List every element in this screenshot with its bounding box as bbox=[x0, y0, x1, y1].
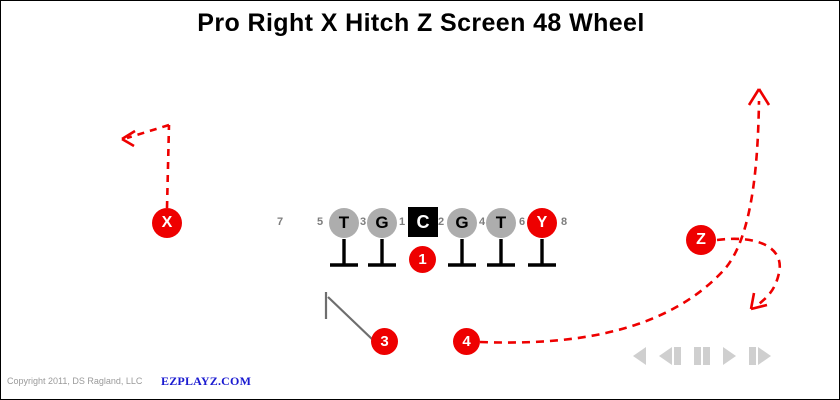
player-label: C bbox=[416, 211, 430, 232]
gap-number-6: 6 bbox=[519, 216, 526, 228]
block-stem-left-guard bbox=[368, 239, 396, 267]
oline-block-stems bbox=[330, 239, 556, 267]
gap-number-8: 8 bbox=[561, 216, 568, 228]
block-stem-right-guard bbox=[448, 239, 476, 267]
block-stem-tight-end bbox=[528, 239, 556, 267]
play-button[interactable] bbox=[723, 347, 736, 365]
step-back-button[interactable] bbox=[659, 347, 681, 365]
player-center[interactable]: C bbox=[408, 207, 438, 237]
pause-icon bbox=[694, 347, 701, 365]
player-label: G bbox=[455, 213, 469, 232]
player-label: G bbox=[375, 213, 389, 232]
step-back-bar-icon bbox=[674, 347, 681, 365]
step-forward-button[interactable] bbox=[749, 347, 771, 365]
block-stem-left-tackle bbox=[330, 239, 358, 267]
gap-number-2: 2 bbox=[438, 216, 445, 228]
rewind-button[interactable] bbox=[633, 347, 646, 365]
player-label: Y bbox=[536, 214, 548, 231]
back-block-assignment bbox=[324, 292, 374, 341]
step-forward-bar-icon bbox=[749, 347, 756, 365]
block-stem-right-tackle bbox=[487, 239, 515, 267]
pause-button[interactable] bbox=[694, 347, 710, 365]
player-label: T bbox=[495, 213, 507, 232]
player-left-tackle[interactable]: T bbox=[329, 208, 359, 238]
player-quarterback-1[interactable]: 1 bbox=[409, 246, 436, 273]
gap-number-5: 5 bbox=[317, 216, 324, 228]
player-label: Z bbox=[696, 231, 706, 248]
player-label: X bbox=[161, 214, 173, 231]
player-label: 1 bbox=[418, 251, 427, 268]
gap-number-4: 4 bbox=[479, 216, 486, 228]
player-label: 4 bbox=[462, 333, 471, 350]
rewind-icon bbox=[633, 347, 646, 365]
pause-icon bbox=[703, 347, 710, 365]
player-back-3[interactable]: 3 bbox=[371, 328, 398, 355]
step-forward-icon bbox=[758, 347, 771, 365]
copyright-text: Copyright 2011, DS Ragland, LLC bbox=[7, 376, 143, 386]
play-icon bbox=[723, 347, 736, 365]
player-tight-end-y[interactable]: Y bbox=[527, 208, 557, 238]
player-right-tackle[interactable]: T bbox=[486, 208, 516, 238]
page-title: Pro Right X Hitch Z Screen 48 Wheel bbox=[197, 9, 645, 37]
gap-number-3: 3 bbox=[360, 216, 367, 228]
player-left-guard[interactable]: G bbox=[367, 208, 397, 238]
x-hitch-route bbox=[121, 123, 171, 209]
player-label: 3 bbox=[380, 333, 389, 350]
gap-number-1: 1 bbox=[399, 216, 406, 228]
gap-number-7: 7 bbox=[277, 216, 284, 228]
player-label: T bbox=[338, 213, 350, 232]
player-right-guard[interactable]: G bbox=[447, 208, 477, 238]
brand-link[interactable]: EZPLAYZ.COM bbox=[161, 374, 252, 388]
playback-controls[interactable] bbox=[633, 347, 771, 365]
z-screen-route bbox=[716, 237, 782, 311]
player-back-4[interactable]: 4 bbox=[453, 328, 480, 355]
player-receiver-z[interactable]: Z bbox=[686, 225, 716, 255]
player-receiver-x[interactable]: X bbox=[152, 208, 182, 238]
step-back-icon bbox=[659, 347, 672, 365]
